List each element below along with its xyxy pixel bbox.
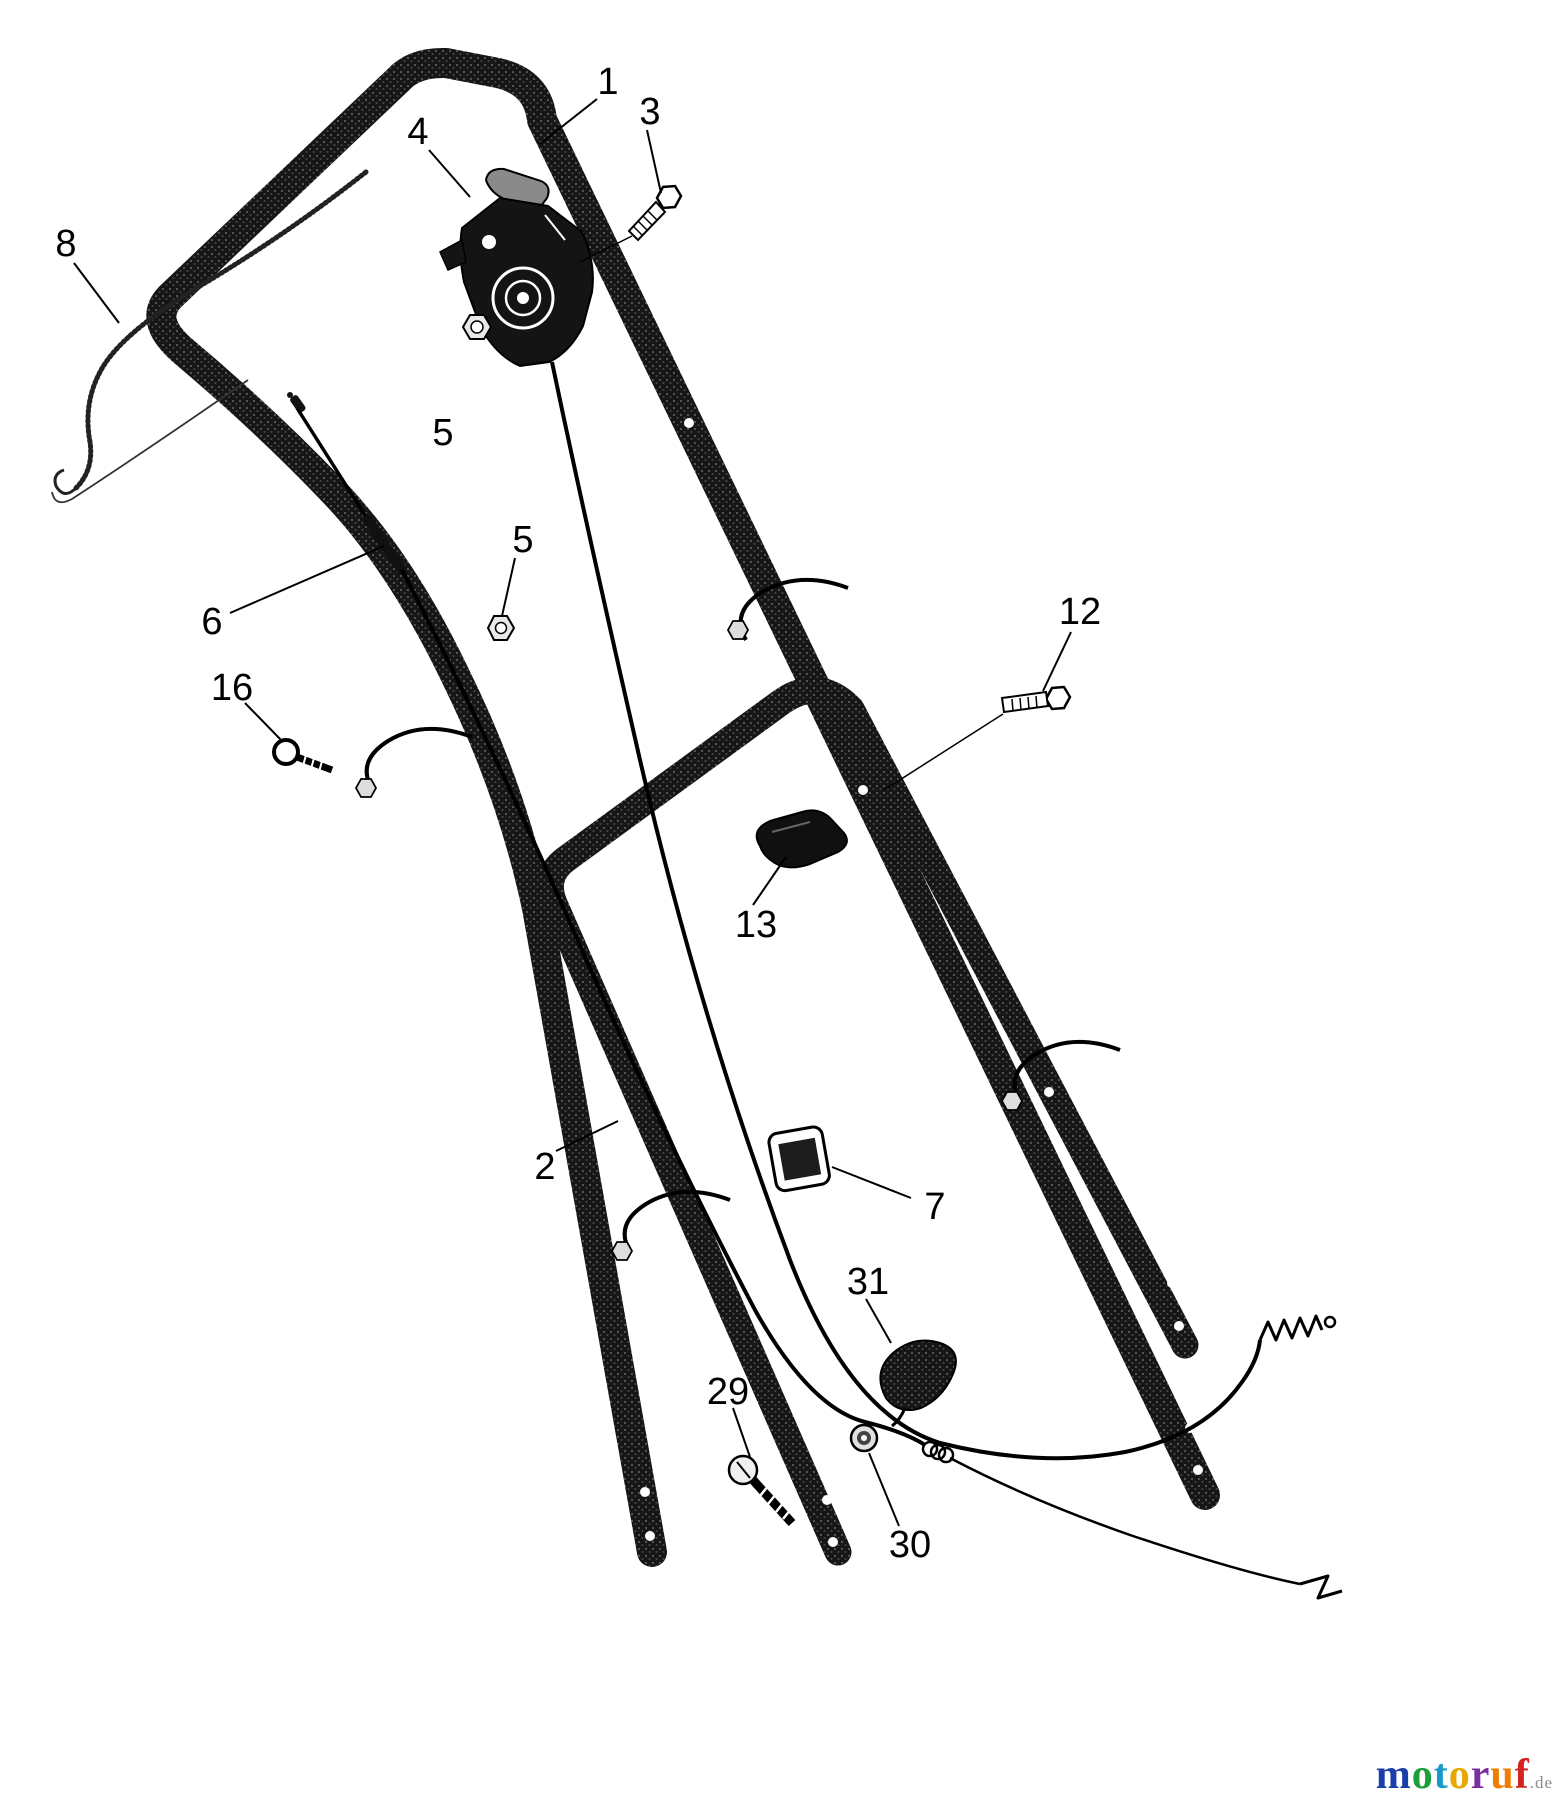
control-lever-assembly [439, 167, 594, 368]
cable-clip-nuts [354, 620, 1024, 1261]
cable-8-hook [53, 468, 78, 495]
control-pulley-inner [504, 279, 542, 317]
callout-13: 13 [735, 904, 777, 946]
callout-6: 6 [201, 601, 222, 643]
callout-1: 1 [597, 61, 618, 103]
callout-2-leader [555, 1120, 619, 1152]
callout-13-leader [752, 856, 787, 906]
callout-30: 30 [889, 1524, 931, 1566]
callout-12-leader [1042, 631, 1072, 692]
callout-4: 4 [407, 111, 428, 153]
lever-31 [879, 1339, 957, 1428]
hex-nut-5 [486, 615, 516, 641]
callout-3-leader [646, 129, 662, 194]
callout-7-leader [831, 1166, 912, 1199]
control-bracket-wing [439, 238, 467, 271]
cable-clip [1012, 1040, 1121, 1103]
callout-16: 16 [211, 667, 253, 709]
lower-handle-tube [536, 677, 1199, 1566]
control-cable-spring [1258, 1314, 1324, 1342]
control-detail-line [544, 214, 566, 241]
watermark-letter: o [1448, 1752, 1471, 1798]
control-hex-nut [461, 314, 493, 340]
callout-31: 31 [847, 1261, 889, 1303]
watermark-letter: r [1470, 1752, 1491, 1798]
callout-29: 29 [707, 1371, 749, 1413]
throttle-cable-wire [949, 1456, 1301, 1586]
control-cable-end-loop [1323, 1315, 1337, 1329]
callout-16-leader [244, 702, 283, 742]
callout-4-leader [428, 149, 471, 198]
bolt-12 [883, 685, 1072, 791]
callout-5b: 5 [512, 519, 533, 561]
callout-8: 8 [55, 223, 76, 265]
screw-29 [727, 1454, 796, 1527]
throttle-cable-top-fitting [287, 392, 306, 413]
watermark-suffix: .de [1529, 1773, 1553, 1792]
control-pulley-hub [517, 292, 529, 304]
control-pulley-outer [491, 266, 555, 330]
throttle-cable-z-bend [1299, 1574, 1343, 1600]
callout-2: 2 [534, 1146, 555, 1188]
bolt-3-axis-line [579, 235, 633, 263]
control-cable [550, 361, 1262, 1461]
callout-7: 7 [924, 1186, 945, 1228]
upper-handle-tube [146, 47, 1220, 1567]
callouts-layer: 13 4 8 5 6 5 16 12 13 2 7 31 29 30 [55, 61, 1101, 1566]
watermark-logo: motoruf.de [1376, 1754, 1553, 1796]
bolt-3 [579, 184, 683, 263]
callout-3: 3 [639, 91, 660, 133]
watermark-letter: t [1433, 1752, 1449, 1798]
control-bolt-hole [482, 235, 496, 249]
cable-8-outline [51, 379, 249, 504]
throttle-cable-coil [921, 1440, 955, 1464]
watermark-letter: u [1490, 1752, 1515, 1798]
callout-12: 12 [1059, 591, 1101, 633]
knob-13 [755, 809, 848, 869]
cable-clip [364, 726, 473, 790]
handle-tubes [146, 47, 1220, 1567]
washer-30 [849, 1423, 879, 1453]
throttle-cable-lower [400, 569, 927, 1447]
watermark-letter: o [1411, 1752, 1434, 1798]
callout-1-leader [539, 98, 598, 145]
watermark-letter: m [1375, 1752, 1412, 1798]
callout-5b-leader [501, 557, 516, 617]
callout-5a: 5 [432, 412, 453, 454]
callout-29-leader [732, 1407, 751, 1458]
control-lever-arm [484, 167, 550, 208]
watermark-letter: f [1514, 1752, 1530, 1798]
bolt-12-axis-line [883, 713, 1004, 791]
cable-8 [73, 169, 369, 491]
callout-31-leader [865, 1298, 892, 1344]
clip-7 [767, 1125, 831, 1193]
throttle-cable-upper [295, 407, 370, 521]
callout-8-leader [73, 262, 120, 324]
throttle-cable-sleeve [363, 515, 407, 575]
cables [51, 169, 1343, 1600]
cable-clip [622, 1190, 731, 1253]
callout-30-leader [868, 1452, 900, 1527]
eye-bolt-16 [272, 738, 334, 774]
callout-6-leader [229, 545, 385, 614]
